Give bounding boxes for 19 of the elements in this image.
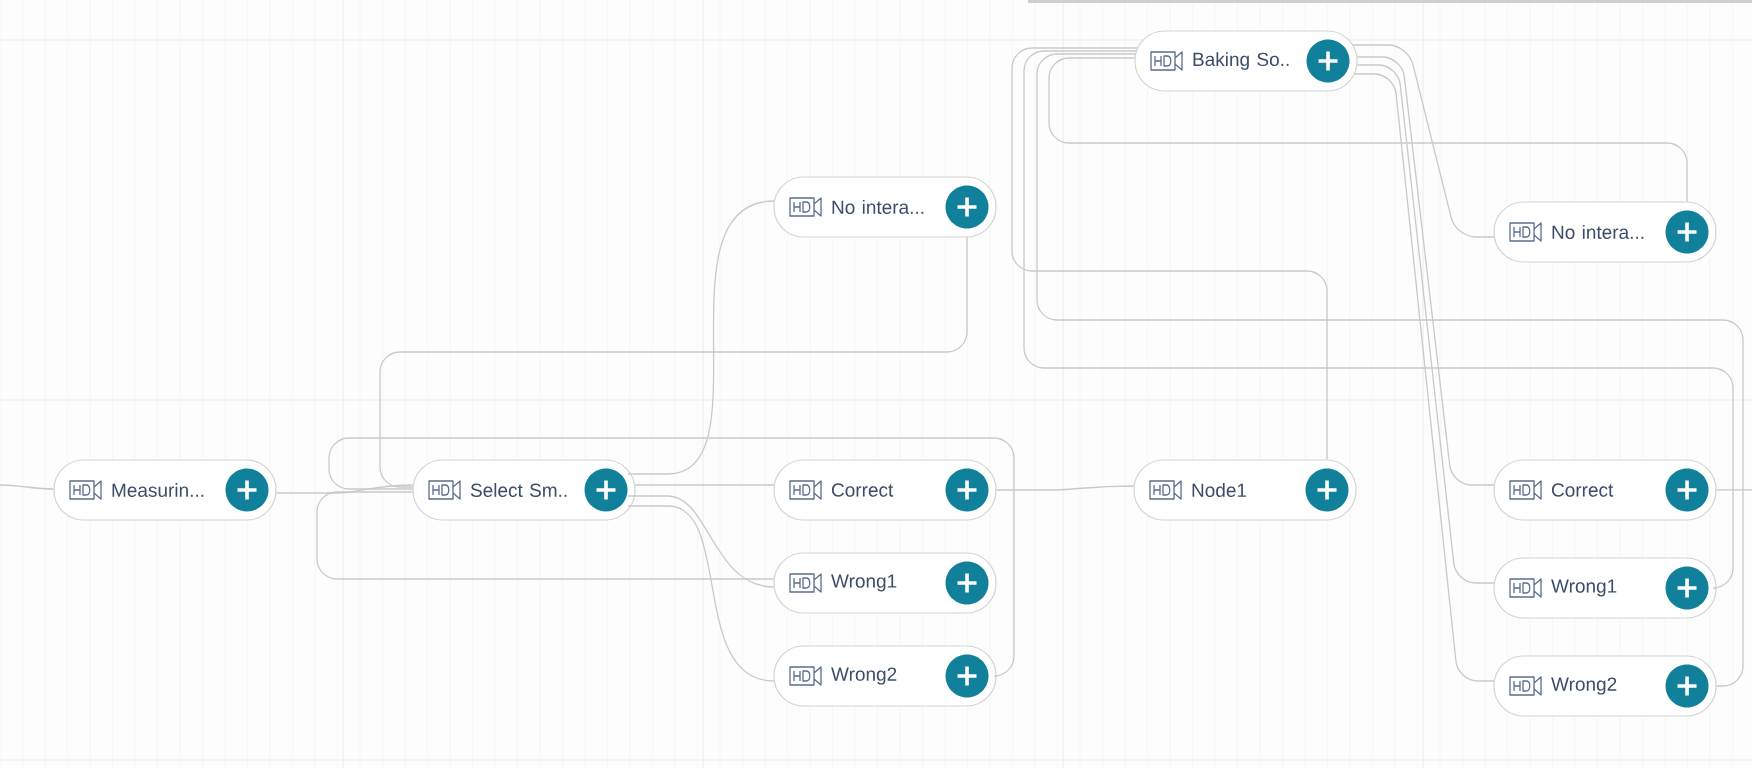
connector-line [316,491,775,580]
connector-line [995,485,1135,491]
connector-line [1048,57,1688,203]
connector-line [1356,56,1495,486]
connector-line [1715,489,1752,491]
connector-line [1352,44,1495,238]
connector-line [634,484,775,486]
connector-line [328,437,1015,677]
connector-line [379,236,968,488]
connector-line [1356,64,1495,584]
connector-line [627,200,775,475]
connector-line [1023,50,1734,589]
connector-line [627,505,775,682]
connector-line [1354,73,1495,682]
connector-line [275,484,414,494]
connector-line [0,484,55,490]
connector-line [627,495,775,588]
connector-line [1036,53,1744,687]
connector-line [1011,47,1328,461]
